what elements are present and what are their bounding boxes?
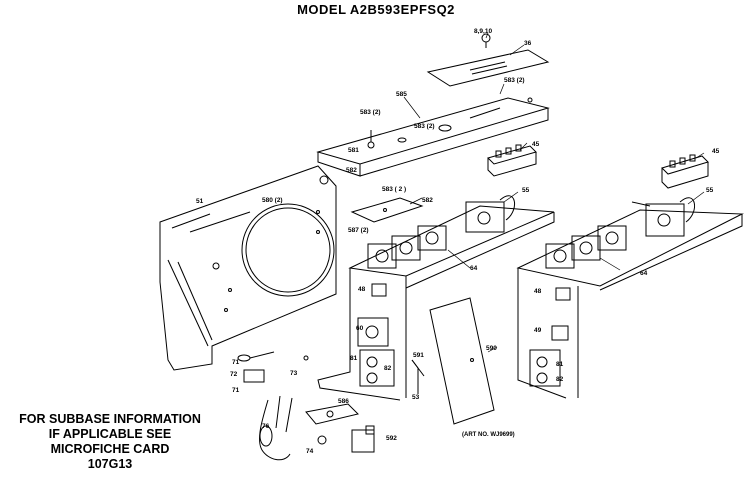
callout-label: 64 xyxy=(470,265,478,272)
subbase-note: FOR SUBBASE INFORMATION IF APPLICABLE SE… xyxy=(0,412,220,472)
callout-label: 81 xyxy=(350,355,358,362)
relay-group xyxy=(545,225,627,269)
control-box-left xyxy=(317,205,555,401)
control-panel-top xyxy=(316,97,550,177)
callout-label: 49 xyxy=(534,327,542,334)
callout-label: 55 xyxy=(706,187,714,194)
callout-label: 585 xyxy=(396,91,407,98)
callout-label: 582 xyxy=(422,197,433,204)
callout-label: 583 (2) xyxy=(504,77,525,84)
subbase-note-line: IF APPLICABLE SEE xyxy=(48,427,172,441)
callout-label: 82 xyxy=(384,365,392,372)
art-number: (ART NO. WJ9699) xyxy=(462,432,515,438)
subbase-note-line: MICROFICHE CARD xyxy=(50,442,170,456)
callout-label: 592 xyxy=(386,435,397,442)
callout-label: 590 xyxy=(486,345,497,352)
callout-label: 76 xyxy=(262,423,270,430)
callout-label: 51 xyxy=(196,198,204,205)
callout-label: 586 xyxy=(338,398,349,405)
callout-label: 45 xyxy=(532,141,540,148)
callout-label: 53 xyxy=(412,394,420,401)
callout-label: 55 xyxy=(522,187,530,194)
callout-label: 581 xyxy=(348,147,359,154)
bracket xyxy=(411,359,425,394)
callout-label: 48 xyxy=(358,286,366,293)
callout-label: 60 xyxy=(356,325,364,332)
subbase-note-line: 107G13 xyxy=(87,457,133,471)
callout-label: 583 (2) xyxy=(414,123,435,130)
callout-label: 72 xyxy=(230,371,238,378)
callout-label: 36 xyxy=(524,40,532,47)
mounting-bracket xyxy=(350,197,424,223)
wire-connectors xyxy=(237,351,309,383)
rear-panel xyxy=(159,165,337,371)
leader-lines xyxy=(403,32,705,353)
capacitor xyxy=(631,197,695,237)
model-title: MODEL A2B593EPFSQ2 xyxy=(297,2,455,17)
power-cord xyxy=(259,395,293,461)
relay-group xyxy=(367,225,447,269)
callout-label: 587 (2) xyxy=(348,227,369,234)
callout-label: 48 xyxy=(534,288,542,295)
screw xyxy=(367,130,375,149)
callout-label: 82 xyxy=(556,376,564,383)
callout-label: 591 xyxy=(413,352,424,359)
callout-label: 583 ( 2 ) xyxy=(382,186,406,193)
switch xyxy=(351,425,375,453)
terminal-block xyxy=(487,144,537,177)
top-cover-plate xyxy=(426,33,550,87)
capacitor xyxy=(465,195,515,233)
callout-label: 64 xyxy=(640,270,648,277)
callout-label: 582 xyxy=(346,167,357,174)
callout-label: 45 xyxy=(712,148,720,155)
callout-label: 8,9,10 xyxy=(474,28,492,35)
access-cover xyxy=(429,297,495,425)
callout-label: 71 xyxy=(232,387,240,394)
callout-label: 583 (2) xyxy=(360,109,381,116)
callout-label: 580 (2) xyxy=(262,197,283,204)
callout-labels: 8,9,10 36 585 583 (2) 583 (2) 583 (2) 58… xyxy=(196,28,720,455)
callout-label: 73 xyxy=(290,370,298,377)
callout-label: 81 xyxy=(556,361,564,368)
subbase-note-line: FOR SUBBASE INFORMATION xyxy=(19,412,201,426)
terminal-block xyxy=(661,154,709,189)
callout-label: 74 xyxy=(306,448,314,455)
control-box-right xyxy=(516,209,744,399)
callout-label: 71 xyxy=(232,359,240,366)
cord-bracket xyxy=(305,403,359,425)
strain-relief xyxy=(317,435,327,445)
